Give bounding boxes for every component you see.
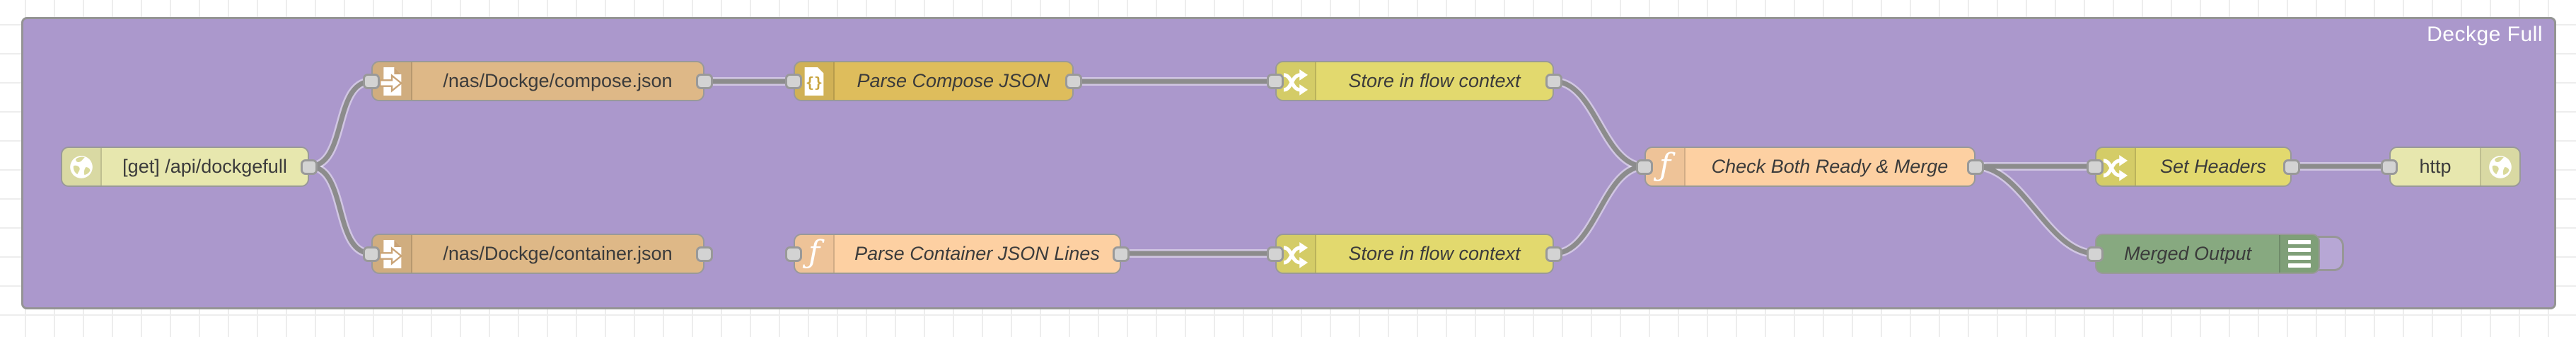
node-label: Parse Container JSON Lines [854,243,1100,264]
node-label: /nas/Dockge/container.json [443,243,673,264]
group-label: Deckge Full [2427,23,2543,46]
globe-icon [62,148,102,185]
wire-httpin-to-container[interactable] [306,164,374,256]
input-port[interactable] [1636,159,1653,175]
node-label: [get] /api/dockgefull [122,156,287,177]
output-port[interactable] [1065,73,1082,89]
input-port[interactable] [785,73,802,89]
node-label: /nas/Dockge/compose.json [443,70,673,91]
globe-icon [2480,148,2519,185]
node-label: Parse Compose JSON [857,70,1050,91]
node-change-store-container[interactable]: Store in flow context [1267,234,1562,274]
output-port[interactable] [2283,159,2300,175]
input-port[interactable] [1267,73,1284,89]
output-port[interactable] [1545,246,1562,262]
node-file-container[interactable]: /nas/Dockge/container.json [363,234,713,274]
output-port[interactable] [696,73,713,89]
input-port[interactable] [785,246,802,262]
input-port[interactable] [2381,159,2398,175]
node-function-check-merge[interactable]: ƒ Check Both Ready & Merge [1636,147,1984,187]
input-port[interactable] [363,246,380,262]
input-port[interactable] [1267,246,1284,262]
node-file-compose[interactable]: /nas/Dockge/compose.json [363,61,713,101]
node-label: Check Both Ready & Merge [1711,156,1949,177]
node-change-store-compose[interactable]: Store in flow context [1267,61,1562,101]
output-port[interactable] [1545,73,1562,89]
svg-text:{}: {} [806,74,823,91]
node-change-set-headers[interactable]: Set Headers [2087,147,2300,187]
shuffle-icon [1277,235,1316,273]
wire-storetop-to-check[interactable] [1551,79,1647,169]
debug-list-icon [2279,235,2319,273]
output-port[interactable] [301,159,318,175]
node-http-in[interactable]: [get] /api/dockgefull [61,147,318,187]
input-port[interactable] [2087,246,2104,262]
node-label: Merged Output [2123,243,2252,264]
node-function-parse-container[interactable]: ƒ Parse Container JSON Lines [785,234,1130,274]
node-label: http [2419,156,2452,177]
file-in-icon [373,62,412,100]
output-port[interactable] [1113,246,1130,262]
wire-check-to-debug[interactable] [1973,164,2098,256]
node-label: Store in flow context [1348,70,1521,91]
input-port[interactable] [363,73,380,89]
node-label: Set Headers [2159,156,2267,177]
wire-httpin-to-compose[interactable] [306,79,374,169]
node-json-parse-compose[interactable]: {} Parse Compose JSON [785,61,1082,101]
node-debug-merged[interactable]: Merged Output [2087,234,2320,274]
input-port[interactable] [2087,159,2104,175]
node-label: Store in flow context [1348,243,1521,264]
wire-storebottom-to-check[interactable] [1551,164,1647,256]
output-port[interactable] [696,246,713,262]
shuffle-icon [1277,62,1316,100]
node-http-response[interactable]: http [2381,147,2521,187]
output-port[interactable] [1967,159,1984,175]
